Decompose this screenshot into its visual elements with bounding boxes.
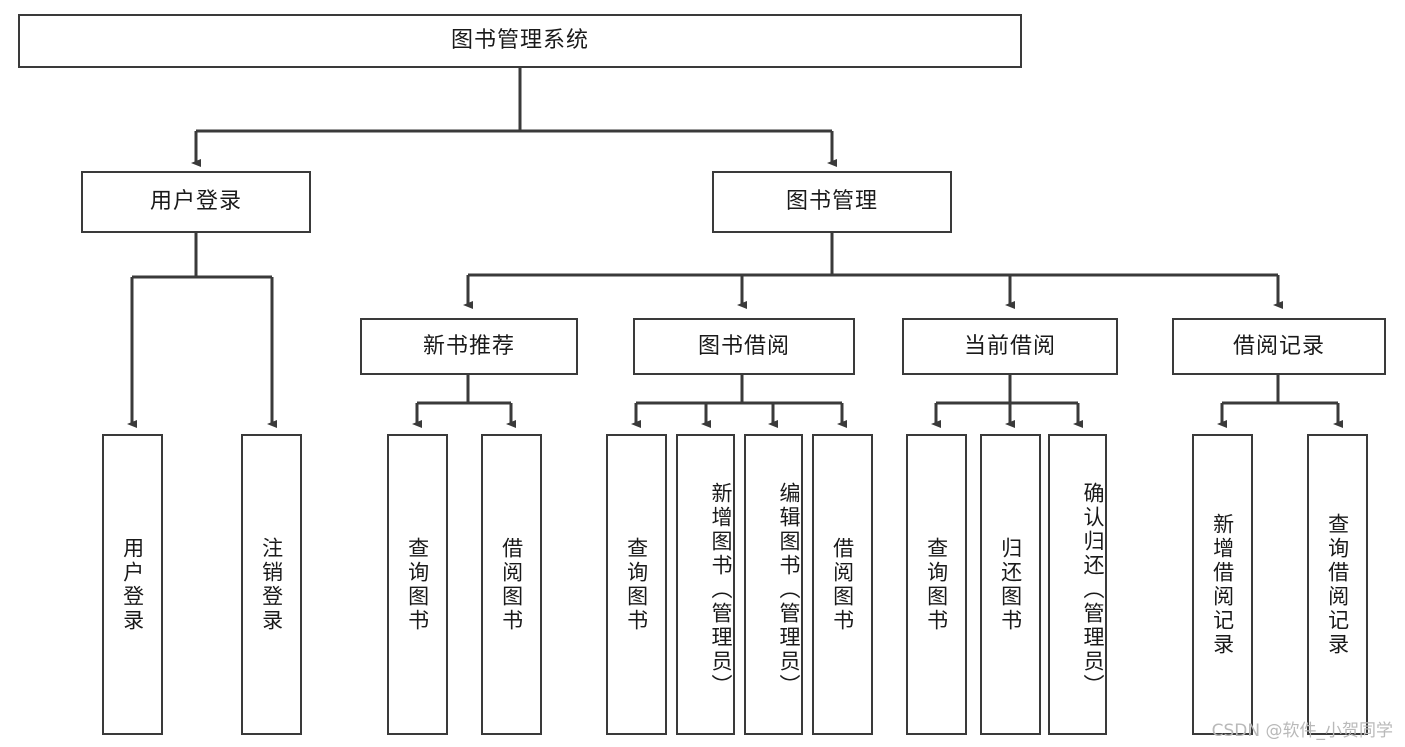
node-user-login[interactable]: 用户登录 xyxy=(81,171,311,233)
node-new-book-recommend[interactable]: 新书推荐 xyxy=(360,318,578,375)
node-leaf-logout-login[interactable]: 注销登录 xyxy=(241,434,302,735)
node-root-book-management-system[interactable]: 图书管理系统 xyxy=(18,14,1022,68)
node-leaf-user-login[interactable]: 用户登录 xyxy=(102,434,163,735)
csdn-watermark: CSDN @软件_小贺同学 xyxy=(1211,721,1393,741)
node-book-borrow[interactable]: 图书借阅 xyxy=(633,318,855,375)
node-leaf-add-borrow-record[interactable]: 新增借阅记录 xyxy=(1192,434,1253,735)
node-leaf-query-book-borrow[interactable]: 查询图书 xyxy=(606,434,667,735)
node-leaf-query-borrow-record[interactable]: 查询借阅记录 xyxy=(1307,434,1368,735)
node-current-borrow[interactable]: 当前借阅 xyxy=(902,318,1118,375)
node-leaf-edit-book-admin[interactable]: 编辑图书（管理员） xyxy=(744,434,803,735)
node-book-management[interactable]: 图书管理 xyxy=(712,171,952,233)
node-leaf-confirm-return-admin[interactable]: 确认归还（管理员） xyxy=(1048,434,1107,735)
node-leaf-query-book-recommend[interactable]: 查询图书 xyxy=(387,434,448,735)
node-leaf-return-book[interactable]: 归还图书 xyxy=(980,434,1041,735)
node-borrow-record[interactable]: 借阅记录 xyxy=(1172,318,1386,375)
node-leaf-add-book-admin[interactable]: 新增图书（管理员） xyxy=(676,434,735,735)
node-leaf-query-book-current[interactable]: 查询图书 xyxy=(906,434,967,735)
node-leaf-borrow-book-borrow[interactable]: 借阅图书 xyxy=(812,434,873,735)
node-leaf-borrow-book-recommend[interactable]: 借阅图书 xyxy=(481,434,542,735)
